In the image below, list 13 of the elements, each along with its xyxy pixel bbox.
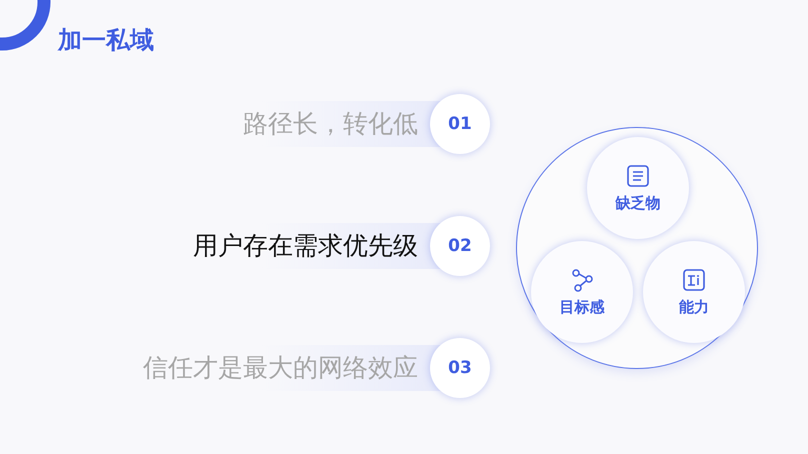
circle-label: 缺乏物 <box>616 194 660 212</box>
venn-circle <box>643 241 745 343</box>
number-circle: 03 <box>430 338 490 398</box>
venn-circle <box>531 241 633 343</box>
slide-title: 加一私域 <box>58 25 154 56</box>
number-circle: 02 <box>430 216 490 276</box>
circle-label: 目标感 <box>560 298 604 316</box>
point-text: 路径长，转化低 <box>243 108 418 140</box>
point-text: 用户存在需求优先级 <box>193 230 418 262</box>
number-circle: 01 <box>430 94 490 154</box>
circle-label: 能力 <box>679 298 709 316</box>
point-text: 信任才是最大的网络效应 <box>143 352 418 384</box>
venn-circle <box>587 137 689 239</box>
